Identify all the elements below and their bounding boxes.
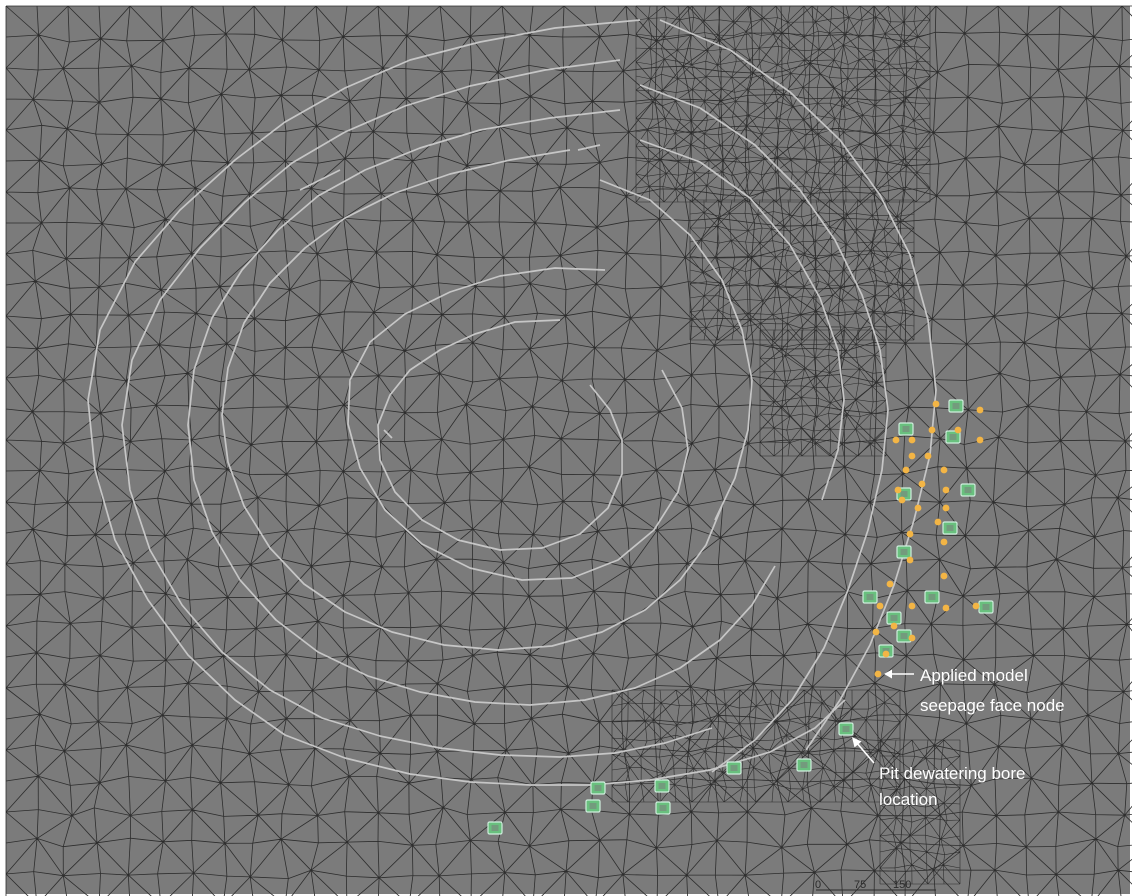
- seepage-node: [940, 572, 948, 580]
- seepage-arrow-head-icon: [884, 669, 892, 679]
- dewatering-bore-core: [890, 615, 898, 621]
- scale-tick-75: 75: [854, 879, 866, 891]
- seepage-node: [908, 634, 916, 642]
- seepage-node: [942, 504, 950, 512]
- seepage-annotation: Applied model seepage face node: [884, 666, 1065, 715]
- pit-contour-line: [299, 144, 601, 439]
- dewatering-bore-core: [800, 762, 808, 768]
- seepage-node: [908, 602, 916, 610]
- seepage-node: [898, 496, 906, 504]
- dewatering-bore-core: [658, 783, 666, 789]
- dewatering-bore-core: [589, 803, 597, 809]
- bore-label-line1: Pit dewatering bore: [879, 764, 1025, 783]
- mesh-lines: [611, 689, 901, 803]
- scale-bar: 0 75 150: [815, 879, 936, 891]
- scale-tick-0: 0: [815, 879, 821, 891]
- seepage-node: [908, 436, 916, 444]
- seepage-node: [914, 504, 922, 512]
- dewatering-bore-core: [946, 525, 954, 531]
- seepage-node: [892, 436, 900, 444]
- seepage-node: [918, 480, 926, 488]
- seepage-node: [940, 466, 948, 474]
- seepage-node: [882, 650, 890, 658]
- pit-contour-line: [87, 19, 846, 786]
- seepage-face-nodes: [872, 400, 984, 678]
- dewatering-bore-core: [491, 825, 499, 831]
- seepage-node: [928, 426, 936, 434]
- seepage-node: [934, 518, 942, 526]
- seepage-node: [894, 486, 902, 494]
- mesh-lines: [759, 329, 887, 457]
- dewatering-bore-core: [594, 785, 602, 791]
- seepage-node: [906, 530, 914, 538]
- seepage-node: [932, 400, 940, 408]
- dewatering-bore-core: [982, 604, 990, 610]
- seepage-node: [876, 602, 884, 610]
- dewatering-bore-core: [842, 726, 850, 732]
- dewatering-bore-core: [949, 434, 957, 440]
- seepage-node: [874, 670, 882, 678]
- pit-contour-line: [347, 267, 689, 581]
- seepage-node: [976, 436, 984, 444]
- dewatering-bore-core: [900, 491, 908, 497]
- pit-contour-line: [121, 59, 713, 758]
- pit-contour-line: [659, 19, 937, 751]
- pit-contour-line: [639, 84, 889, 773]
- seepage-node: [890, 622, 898, 630]
- pit-contour-line: [377, 319, 623, 551]
- dewatering-bore-core: [900, 549, 908, 555]
- bore-annotation: Pit dewatering bore location: [852, 737, 1025, 809]
- scale-tick-150: 150: [893, 879, 911, 891]
- seepage-node: [954, 426, 962, 434]
- seepage-node: [902, 466, 910, 474]
- dewatering-bore-core: [659, 805, 667, 811]
- seepage-label-line1: Applied model: [920, 666, 1028, 685]
- seepage-node: [908, 452, 916, 460]
- dewatering-bores: [487, 399, 994, 835]
- seepage-node: [942, 486, 950, 494]
- mesh-background: [6, 6, 1130, 894]
- pit-contour-line: [187, 109, 776, 706]
- seepage-node: [972, 602, 980, 610]
- dewatering-bore-core: [730, 765, 738, 771]
- dewatering-bore-core: [952, 403, 960, 409]
- seepage-node: [906, 556, 914, 564]
- pit-shell-contours: [87, 19, 937, 786]
- mesh-lines: [689, 199, 915, 341]
- bore-label-line2: location: [879, 790, 938, 809]
- dewatering-bore-core: [900, 633, 908, 639]
- seepage-node: [924, 452, 932, 460]
- pit-contour-line: [639, 139, 845, 501]
- dewatering-bore-core: [928, 594, 936, 600]
- seepage-node: [886, 580, 894, 588]
- pit-contour-line: [221, 149, 723, 651]
- dewatering-bore-core: [964, 487, 972, 493]
- mesh-lines: [879, 739, 961, 885]
- seepage-node: [942, 604, 950, 612]
- seepage-node: [976, 406, 984, 414]
- seepage-label-line2: seepage face node: [920, 696, 1065, 715]
- dewatering-bore-core: [902, 426, 910, 432]
- bore-arrow-head-icon: [852, 737, 862, 748]
- seepage-node: [940, 538, 948, 546]
- pit-contour-line: [599, 179, 753, 521]
- bore-arrow-shaft: [855, 741, 875, 764]
- dewatering-bore-core: [866, 594, 874, 600]
- seepage-node: [872, 628, 880, 636]
- mesh-lines: [5, 5, 1132, 896]
